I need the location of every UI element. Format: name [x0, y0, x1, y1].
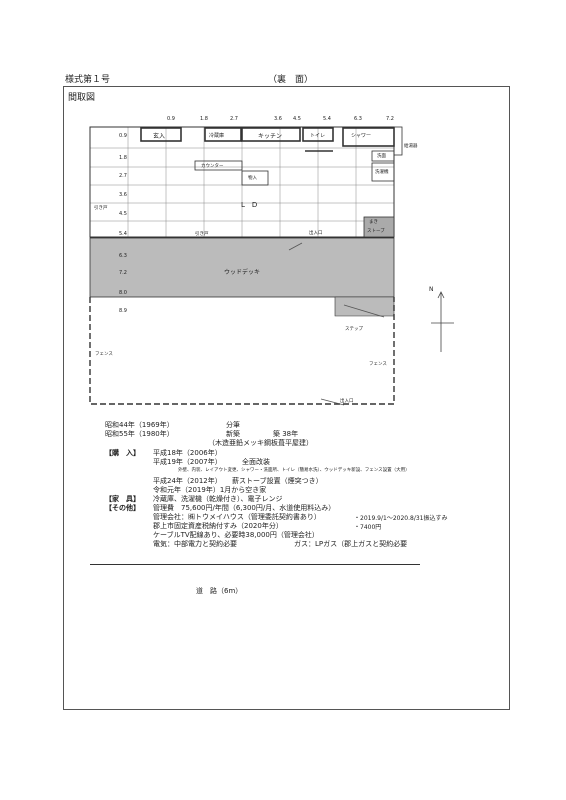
row-mark: 2.7 — [119, 173, 127, 179]
floor-plan — [89, 126, 454, 406]
row-mark: 1.8 — [119, 155, 127, 161]
form-number: 様式第１号 — [65, 75, 111, 85]
room-washer: 洗濯機 — [375, 170, 389, 175]
build2-structure: （木造亜鉛メッキ鋼板葺平屋建） — [208, 439, 313, 447]
other-company: 管理会社：㈱トウメイハウス（管理委託契約書あり） — [153, 513, 321, 521]
row-mark: 7.2 — [119, 270, 127, 276]
room-genkan: 玄入 — [153, 133, 166, 140]
build2-date: 昭和55年（1980年） — [105, 430, 174, 438]
row-mark: 8.9 — [119, 308, 127, 314]
room-water-heater: 給湯器 — [404, 144, 418, 149]
other-company-note: ・2019.9/1～2020.8/31振込すみ — [354, 515, 448, 522]
renov-detail: 外壁、内装、レイアウト変更、シャワー・洗面所、トイレ（簡易水洗）、ウッドデッキ新… — [178, 468, 410, 473]
room-ld: L D — [241, 201, 258, 209]
col-mark: 3.6 — [274, 116, 282, 122]
road-label: 道 路（6m） — [196, 587, 243, 595]
room-toilet: トイレ — [310, 133, 326, 139]
other-electric: 電気：中部電力と契約必要 — [153, 540, 237, 548]
room-sliding-door-bottom: 引き戸 — [195, 232, 209, 237]
renov-label: 全面改装 — [242, 458, 270, 466]
col-mark: 5.4 — [323, 116, 331, 122]
renov-date: 平成19年（2007年） — [153, 458, 222, 466]
row-mark: 4.5 — [119, 211, 127, 217]
vacant-note: 令和元年（2019年）1月から空き家 — [153, 486, 267, 494]
purchase-date: 平成18年（2006年） — [153, 449, 222, 457]
row-mark: 3.6 — [119, 192, 127, 198]
room-entrance-right: 出入口 — [309, 231, 323, 236]
row-mark: 6.3 — [119, 253, 127, 259]
floorplan-title: 間取図 — [68, 93, 96, 103]
other-cable: ケーブルTV配線あり、必要時38,000円（管理会社） — [153, 531, 319, 539]
row-mark: 8.0 — [119, 290, 127, 296]
side-label: （裏 面） — [268, 75, 314, 85]
room-shower: シャワー — [351, 133, 372, 139]
room-stove: ストーブ — [367, 229, 385, 234]
build2-age: 築 38年 — [273, 430, 299, 438]
col-mark: 7.2 — [386, 116, 394, 122]
stove-date: 平成24年（2012年） — [153, 477, 222, 485]
document-frame: 間取図 — [63, 86, 510, 710]
road-line — [90, 564, 420, 565]
build1-date: 昭和44年（1969年） — [105, 421, 174, 429]
other-tax-note: ・7400円 — [354, 524, 382, 531]
other-fee: 管理費 75,600円/年間（6,300円/月、水道使用料込み） — [153, 504, 336, 512]
row-mark: 0.9 — [119, 133, 127, 139]
col-mark: 4.5 — [293, 116, 301, 122]
room-kitchen: キッチン — [258, 133, 283, 140]
stove-label: 薪ストーブ設置（煙突つき） — [232, 477, 323, 485]
build1-label: 分筆 — [226, 421, 240, 429]
col-mark: 0.9 — [167, 116, 175, 122]
compass-n: N — [429, 286, 434, 293]
furniture-label: 【家 具】 — [105, 495, 140, 503]
other-label: 【その他】 — [105, 504, 140, 512]
col-mark: 6.3 — [354, 116, 362, 122]
purchase-label: 【購 入】 — [105, 449, 140, 457]
other-tax: 郡上市固定資産税納付すみ（2020年分） — [153, 522, 283, 530]
other-gas: ガス：LPガス（郡上ガスと契約必要 — [294, 540, 408, 548]
room-fence-left: フェンス — [95, 352, 113, 357]
room-wood-deck: ウッドデッキ — [224, 269, 261, 276]
room-fence-right: フェンス — [369, 362, 387, 367]
room-washstand: 洗面 — [377, 154, 386, 159]
furniture-list: 冷蔵庫、洗濯機（乾燥付き）、電子レンジ — [153, 495, 283, 503]
build2-label: 新築 — [226, 430, 240, 438]
room-fridge: 冷蔵庫 — [209, 133, 225, 139]
room-stove: まき — [369, 220, 378, 225]
room-step: ステップ — [345, 327, 363, 332]
col-mark: 1.8 — [200, 116, 208, 122]
room-counter: カウンター — [201, 164, 224, 169]
room-entrance-bottom: 出入口 — [340, 399, 354, 404]
row-mark: 5.4 — [119, 231, 127, 237]
col-mark: 2.7 — [230, 116, 238, 122]
room-closet: 物入 — [248, 176, 257, 181]
room-sliding-door-left: 引き戸 — [94, 206, 108, 211]
